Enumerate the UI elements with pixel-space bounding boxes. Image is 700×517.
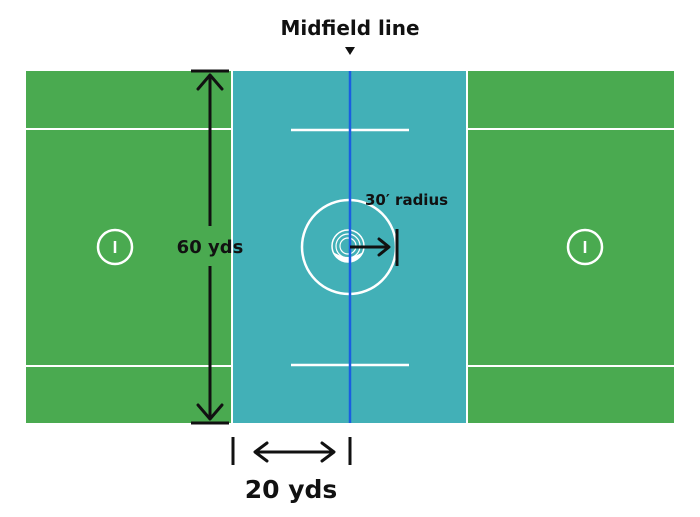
radius-arrow-icon <box>350 229 399 266</box>
right-crease-circle <box>566 228 604 266</box>
left-crease-circle <box>96 228 134 266</box>
zone-length-label: 20 yds <box>245 475 338 504</box>
zone-length-arrow-icon <box>231 437 352 465</box>
width-dimension-arrow-icon <box>191 69 229 425</box>
radius-label: 30′ radius <box>365 191 448 209</box>
left-field-section <box>26 71 231 423</box>
right-field-section <box>468 71 674 423</box>
midfield-pointer-icon <box>345 47 355 55</box>
width-dimension-label: 60 yds <box>177 237 244 258</box>
midfield-line-label: Midfield line <box>280 16 419 40</box>
